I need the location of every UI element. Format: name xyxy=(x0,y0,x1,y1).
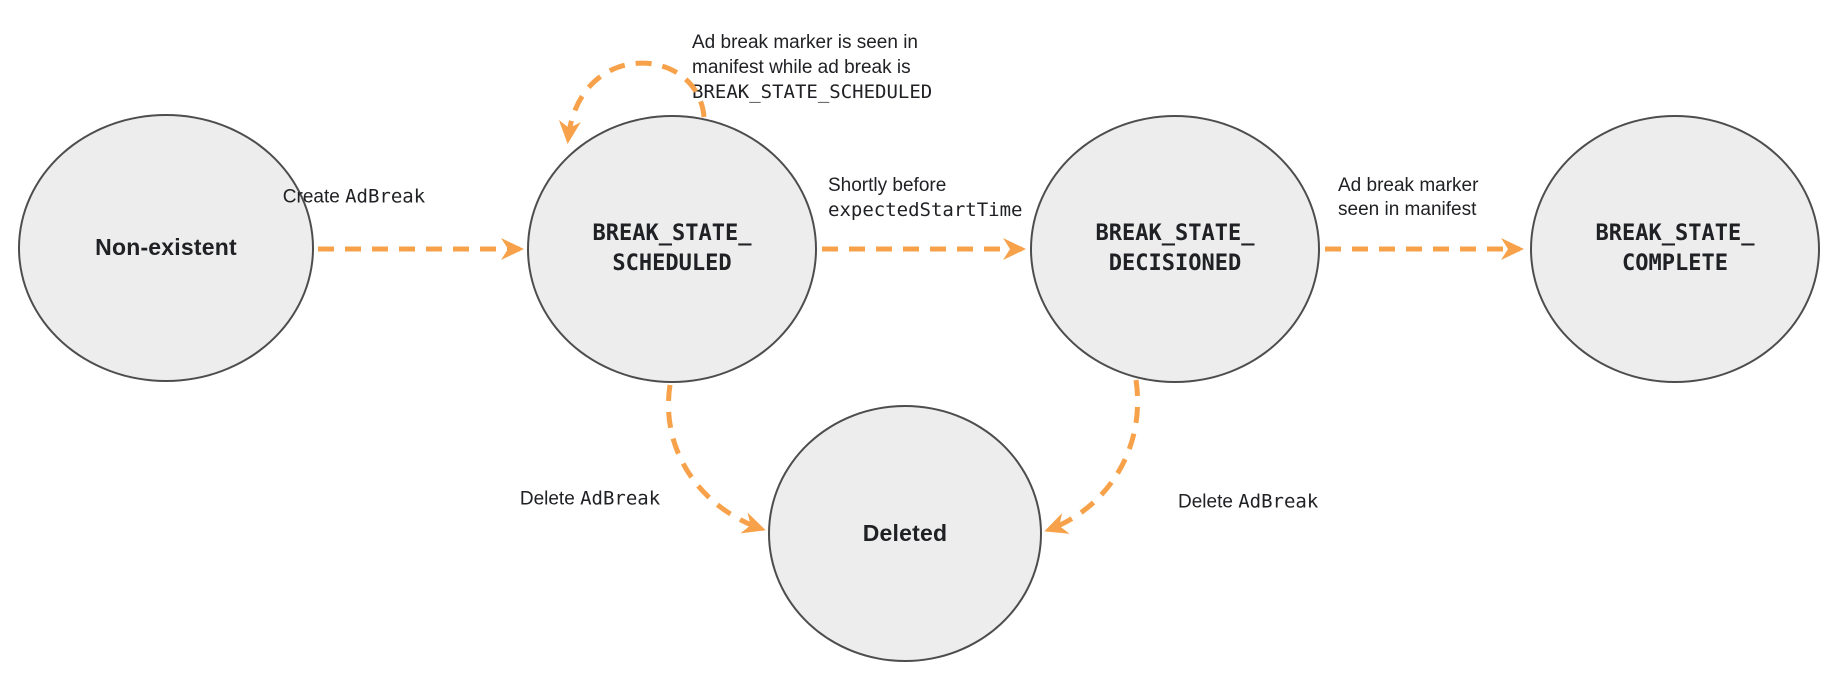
state-break-state-scheduled: BREAK_STATE_ SCHEDULED xyxy=(527,115,817,383)
label-self-loop: Ad break marker is seen in manifest whil… xyxy=(692,30,932,105)
state-label-line1: BREAK_STATE_ xyxy=(592,221,752,247)
label-shortly-before-text: Shortly before xyxy=(828,175,947,196)
label-self-loop-line2: manifest while ad break is xyxy=(692,57,911,78)
label-shortly-before-code: expectedStartTime xyxy=(828,199,1023,221)
state-deleted: Deleted xyxy=(768,405,1042,662)
state-label-line1: BREAK_STATE_ xyxy=(1095,221,1255,247)
state-non-existent-label: Non-existent xyxy=(95,234,237,261)
label-self-loop-code: BREAK_STATE_SCHEDULED xyxy=(692,81,933,103)
arrow-delete-from-scheduled xyxy=(666,384,766,534)
state-label-line2: DECISIONED xyxy=(1108,251,1242,276)
state-label-line1: BREAK_STATE_ xyxy=(1595,221,1755,247)
state-break-state-decisioned-label: BREAK_STATE_ DECISIONED xyxy=(1096,219,1255,278)
label-delete-left-code: AdBreak xyxy=(580,487,661,510)
state-label-line2: SCHEDULED xyxy=(612,251,732,276)
label-marker-seen-line2: seen in manifest xyxy=(1338,199,1477,220)
state-label-line2: COMPLETE xyxy=(1622,251,1728,276)
state-break-state-complete: BREAK_STATE_ COMPLETE xyxy=(1530,115,1820,383)
label-create-code: AdBreak xyxy=(345,185,426,208)
state-break-state-decisioned: BREAK_STATE_ DECISIONED xyxy=(1030,115,1320,383)
label-delete-adbreak-right: Delete AdBreak xyxy=(1178,490,1318,515)
label-marker-seen-line1: Ad break marker xyxy=(1338,175,1479,196)
label-marker-seen: Ad break marker seen in manifest xyxy=(1338,174,1478,222)
label-delete-adbreak-left: Delete AdBreak xyxy=(520,487,660,512)
label-delete-right-text: Delete xyxy=(1178,491,1233,513)
state-break-state-complete-label: BREAK_STATE_ COMPLETE xyxy=(1596,219,1755,278)
arrow-delete-from-decisioned xyxy=(1044,379,1141,534)
label-create-adbreak: Create AdBreak xyxy=(283,185,425,210)
state-non-existent: Non-existent xyxy=(18,114,314,382)
label-self-loop-line1: Ad break marker is seen in xyxy=(692,32,918,53)
state-deleted-label: Deleted xyxy=(862,519,948,546)
label-delete-left-text: Delete xyxy=(519,488,575,510)
label-create-text: Create xyxy=(282,186,340,208)
label-shortly-before: Shortly before expectedStartTime xyxy=(828,174,1022,222)
label-delete-right-code: AdBreak xyxy=(1238,490,1319,513)
state-break-state-scheduled-label: BREAK_STATE_ SCHEDULED xyxy=(593,219,752,278)
